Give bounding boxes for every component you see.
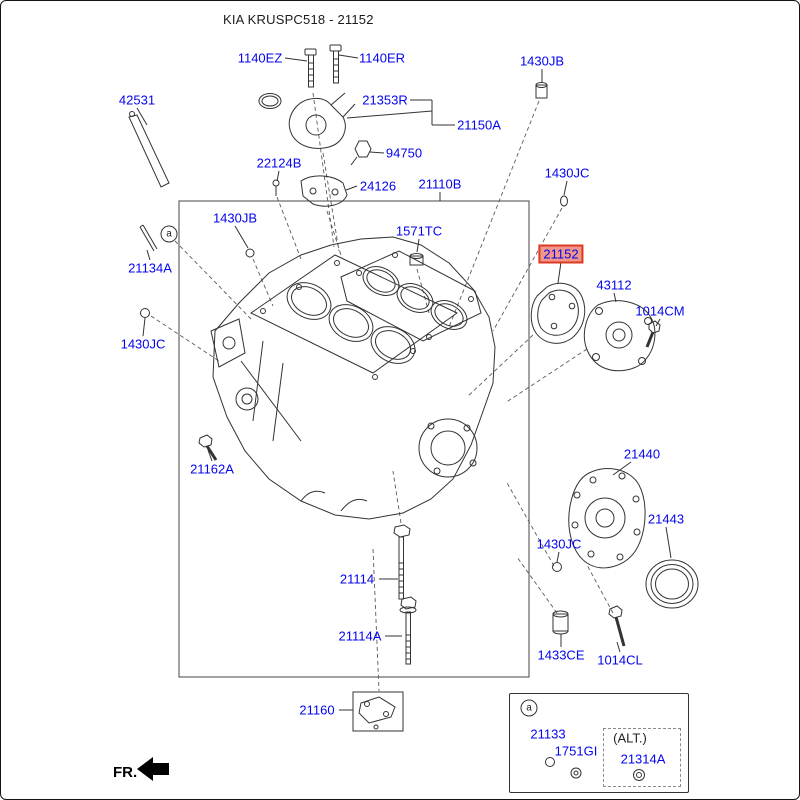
part-label-21160[interactable]: 21160 [299, 702, 335, 718]
part-label-42531[interactable]: 42531 [118, 92, 156, 108]
part-label-22124b[interactable]: 22124B [256, 155, 302, 171]
legend-marker-a: a [520, 699, 538, 717]
part-label-21114[interactable]: 21114 [339, 571, 375, 587]
part-label-21443[interactable]: 21443 [647, 511, 685, 527]
part-label-1014cm[interactable]: 1014CM [635, 303, 685, 319]
part-label-1571tc[interactable]: 1571TC [395, 223, 443, 239]
assembly-box [178, 200, 530, 678]
part-label-43112[interactable]: 43112 [596, 277, 632, 293]
legend-part-label-1751gi[interactable]: 1751GI [554, 743, 598, 759]
part-label-1430jb-left[interactable]: 1430JB [212, 210, 258, 226]
leader-lines [136, 54, 672, 711]
part-label-21162a[interactable]: 21162A [190, 461, 234, 477]
front-direction-arrow [137, 757, 169, 781]
part-label-21110b[interactable]: 21110B [418, 176, 462, 192]
dashed-reference-lines [150, 92, 614, 692]
legend-part-label-21133[interactable]: 21133 [530, 726, 566, 742]
part-label-21150a[interactable]: 21150A [457, 117, 501, 133]
part-label-24126[interactable]: 24126 [359, 178, 397, 194]
part-label-21353r[interactable]: 21353R [362, 92, 408, 108]
part-label-94750[interactable]: 94750 [385, 145, 423, 161]
part-label-1430jc-left[interactable]: 1430JC [120, 336, 166, 352]
engine-block-drawing [210, 236, 496, 520]
part-label-1140ez[interactable]: 1140EZ [237, 50, 283, 66]
part-label-21134a[interactable]: 21134A [128, 260, 172, 276]
legend-part-label-21314a[interactable]: 21314A [620, 751, 666, 767]
part-label-21152-highlighted[interactable]: 21152 [538, 244, 584, 264]
part-label-1433ce[interactable]: 1433CE [537, 647, 585, 663]
small-parts [128, 44, 699, 781]
part-label-21114a[interactable]: 21114A [338, 628, 382, 644]
part-label-21440[interactable]: 21440 [623, 446, 661, 462]
legend-alt-box [603, 728, 681, 787]
legend-box [509, 693, 689, 793]
front-direction-label: FR. [113, 764, 138, 781]
part-label-1014cl[interactable]: 1014CL [597, 652, 643, 668]
part-label-1430jb-top[interactable]: 1430JB [519, 53, 565, 69]
part-label-1430jc-bottom[interactable]: 1430JC [536, 536, 582, 552]
page-title: KIA KRUSPC518 - 21152 [223, 12, 374, 27]
part-label-1140er[interactable]: 1140ER [358, 50, 406, 66]
part-label-1430jc-right[interactable]: 1430JC [544, 165, 590, 181]
context-marker-a: a [160, 225, 178, 243]
legend-alt-caption: (ALT.) [613, 730, 647, 746]
